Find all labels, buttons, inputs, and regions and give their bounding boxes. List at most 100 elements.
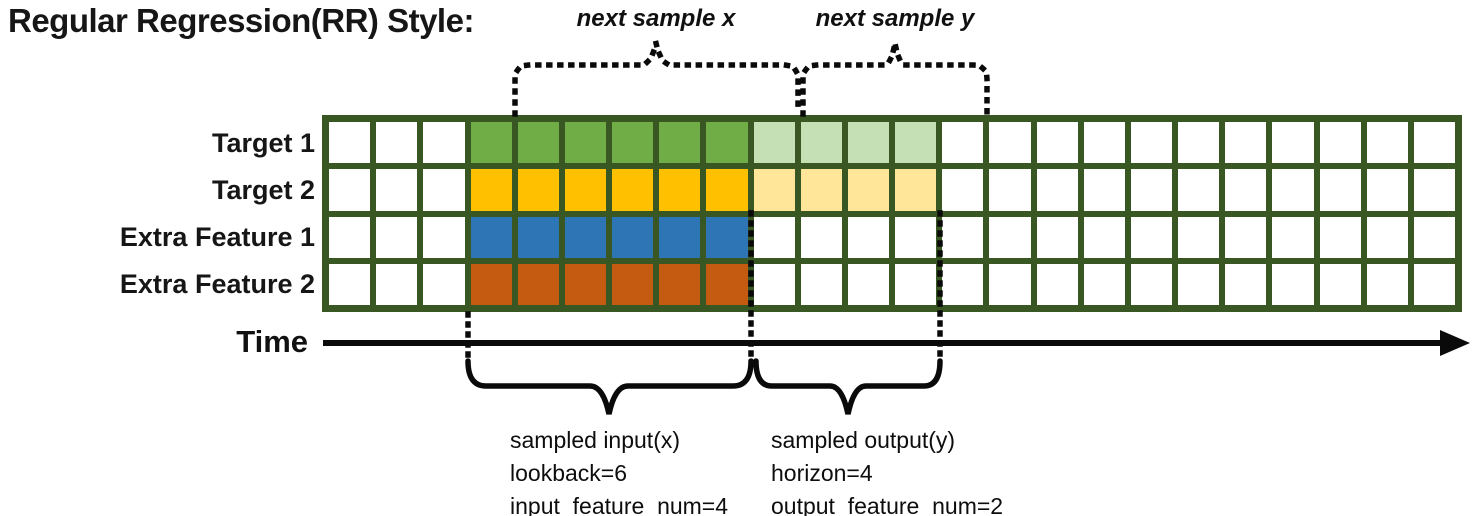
grid-cell <box>1319 263 1361 305</box>
grid-cell <box>517 122 559 164</box>
grid-cell <box>329 263 371 305</box>
grid-cell <box>1083 263 1125 305</box>
grid-cell <box>659 263 701 305</box>
next-sample-y-brace <box>800 42 990 117</box>
grid-cell <box>895 169 937 211</box>
grid-cell <box>1319 122 1361 164</box>
row-label-extra-feature-1: Extra Feature 1 <box>119 222 315 252</box>
grid-cell <box>329 169 371 211</box>
grid-cell <box>1272 263 1314 305</box>
grid-cell <box>612 263 654 305</box>
grid-cell <box>659 122 701 164</box>
next-sample-y-label: next sample y <box>815 5 975 32</box>
grid-cell <box>800 216 842 258</box>
grid-cell <box>612 216 654 258</box>
sampled-input-annotation: sampled input(x) lookback=6 input_featur… <box>510 424 728 516</box>
grid-cell <box>564 263 606 305</box>
grid-cell <box>423 169 465 211</box>
grid-cell <box>800 169 842 211</box>
grid-cell <box>1413 122 1455 164</box>
diagram-title: Regular Regression(RR) Style: <box>8 2 474 39</box>
grid-cell <box>1319 216 1361 258</box>
grid-cell <box>659 169 701 211</box>
next-sample-x-label: next sample x <box>576 5 736 32</box>
grid-cell <box>942 122 984 164</box>
grid-cell <box>1225 263 1267 305</box>
grid-cell <box>1413 263 1455 305</box>
grid-cell <box>470 122 512 164</box>
sampled-output-brace <box>753 358 943 415</box>
grid-cell <box>1366 216 1408 258</box>
grid-cell <box>1083 216 1125 258</box>
grid-cell <box>612 169 654 211</box>
grid-cell <box>1083 122 1125 164</box>
grid-cell <box>1272 216 1314 258</box>
grid-cell <box>895 216 937 258</box>
grid-cell <box>706 122 748 164</box>
sampled-output-line: sampled output(y) <box>771 427 956 453</box>
grid-cell <box>376 216 418 258</box>
row-label-target-1: Target 1 <box>211 127 315 158</box>
grid-cell <box>1083 169 1125 211</box>
grid-cell <box>1225 122 1267 164</box>
grid-cell <box>753 216 795 258</box>
grid-cell <box>470 263 512 305</box>
grid-cell <box>1178 216 1220 258</box>
grid-cell <box>847 169 889 211</box>
sample-grid <box>322 115 1462 312</box>
grid-cell <box>706 169 748 211</box>
grid-cell <box>1178 169 1220 211</box>
input-feature-num-line: input_feature_num=4 <box>510 493 729 516</box>
grid-cell <box>423 122 465 164</box>
grid-cell <box>376 263 418 305</box>
grid-cell <box>706 216 748 258</box>
grid-cell <box>423 263 465 305</box>
grid-cell <box>847 122 889 164</box>
grid-cell <box>1178 263 1220 305</box>
grid-cell <box>1272 169 1314 211</box>
grid-cell <box>1272 122 1314 164</box>
sampled-input-line: sampled input(x) <box>510 427 681 453</box>
grid-cell <box>1319 169 1361 211</box>
grid-cell <box>800 122 842 164</box>
lookback-line: lookback=6 <box>510 460 627 486</box>
grid-cell <box>895 122 937 164</box>
grid-cell <box>800 263 842 305</box>
grid-cell <box>847 263 889 305</box>
grid-cell <box>1036 263 1078 305</box>
grid-cell <box>612 122 654 164</box>
grid-cell <box>753 263 795 305</box>
sampled-input-brace <box>465 358 754 415</box>
grid-cell <box>989 122 1031 164</box>
grid-cell <box>329 216 371 258</box>
grid-cell <box>1413 216 1455 258</box>
grid-cell <box>517 263 559 305</box>
grid-cell <box>564 169 606 211</box>
grid-cell <box>1413 169 1455 211</box>
grid-cell <box>942 263 984 305</box>
grid-cell <box>564 216 606 258</box>
grid-cell <box>753 169 795 211</box>
grid-cell <box>1366 263 1408 305</box>
grid-cell <box>517 169 559 211</box>
grid-cell <box>989 263 1031 305</box>
row-label-target-2: Target 2 <box>211 174 315 205</box>
grid-cell <box>1225 216 1267 258</box>
grid-cell <box>470 216 512 258</box>
grid-cell <box>564 122 606 164</box>
grid-cell <box>1130 169 1172 211</box>
grid-cell <box>1036 169 1078 211</box>
sampled-output-annotation: sampled output(y) horizon=4 output_featu… <box>771 424 1003 516</box>
grid-cell <box>470 169 512 211</box>
grid-cell <box>376 122 418 164</box>
grid-cell <box>706 263 748 305</box>
grid-cell <box>376 169 418 211</box>
grid-cell <box>989 169 1031 211</box>
grid-cell <box>847 216 889 258</box>
grid-cell <box>423 216 465 258</box>
grid-cell <box>1036 122 1078 164</box>
output-feature-num-line: output_feature_num=2 <box>771 493 1004 516</box>
grid-cell <box>1225 169 1267 211</box>
time-axis-label: Time <box>236 324 308 359</box>
